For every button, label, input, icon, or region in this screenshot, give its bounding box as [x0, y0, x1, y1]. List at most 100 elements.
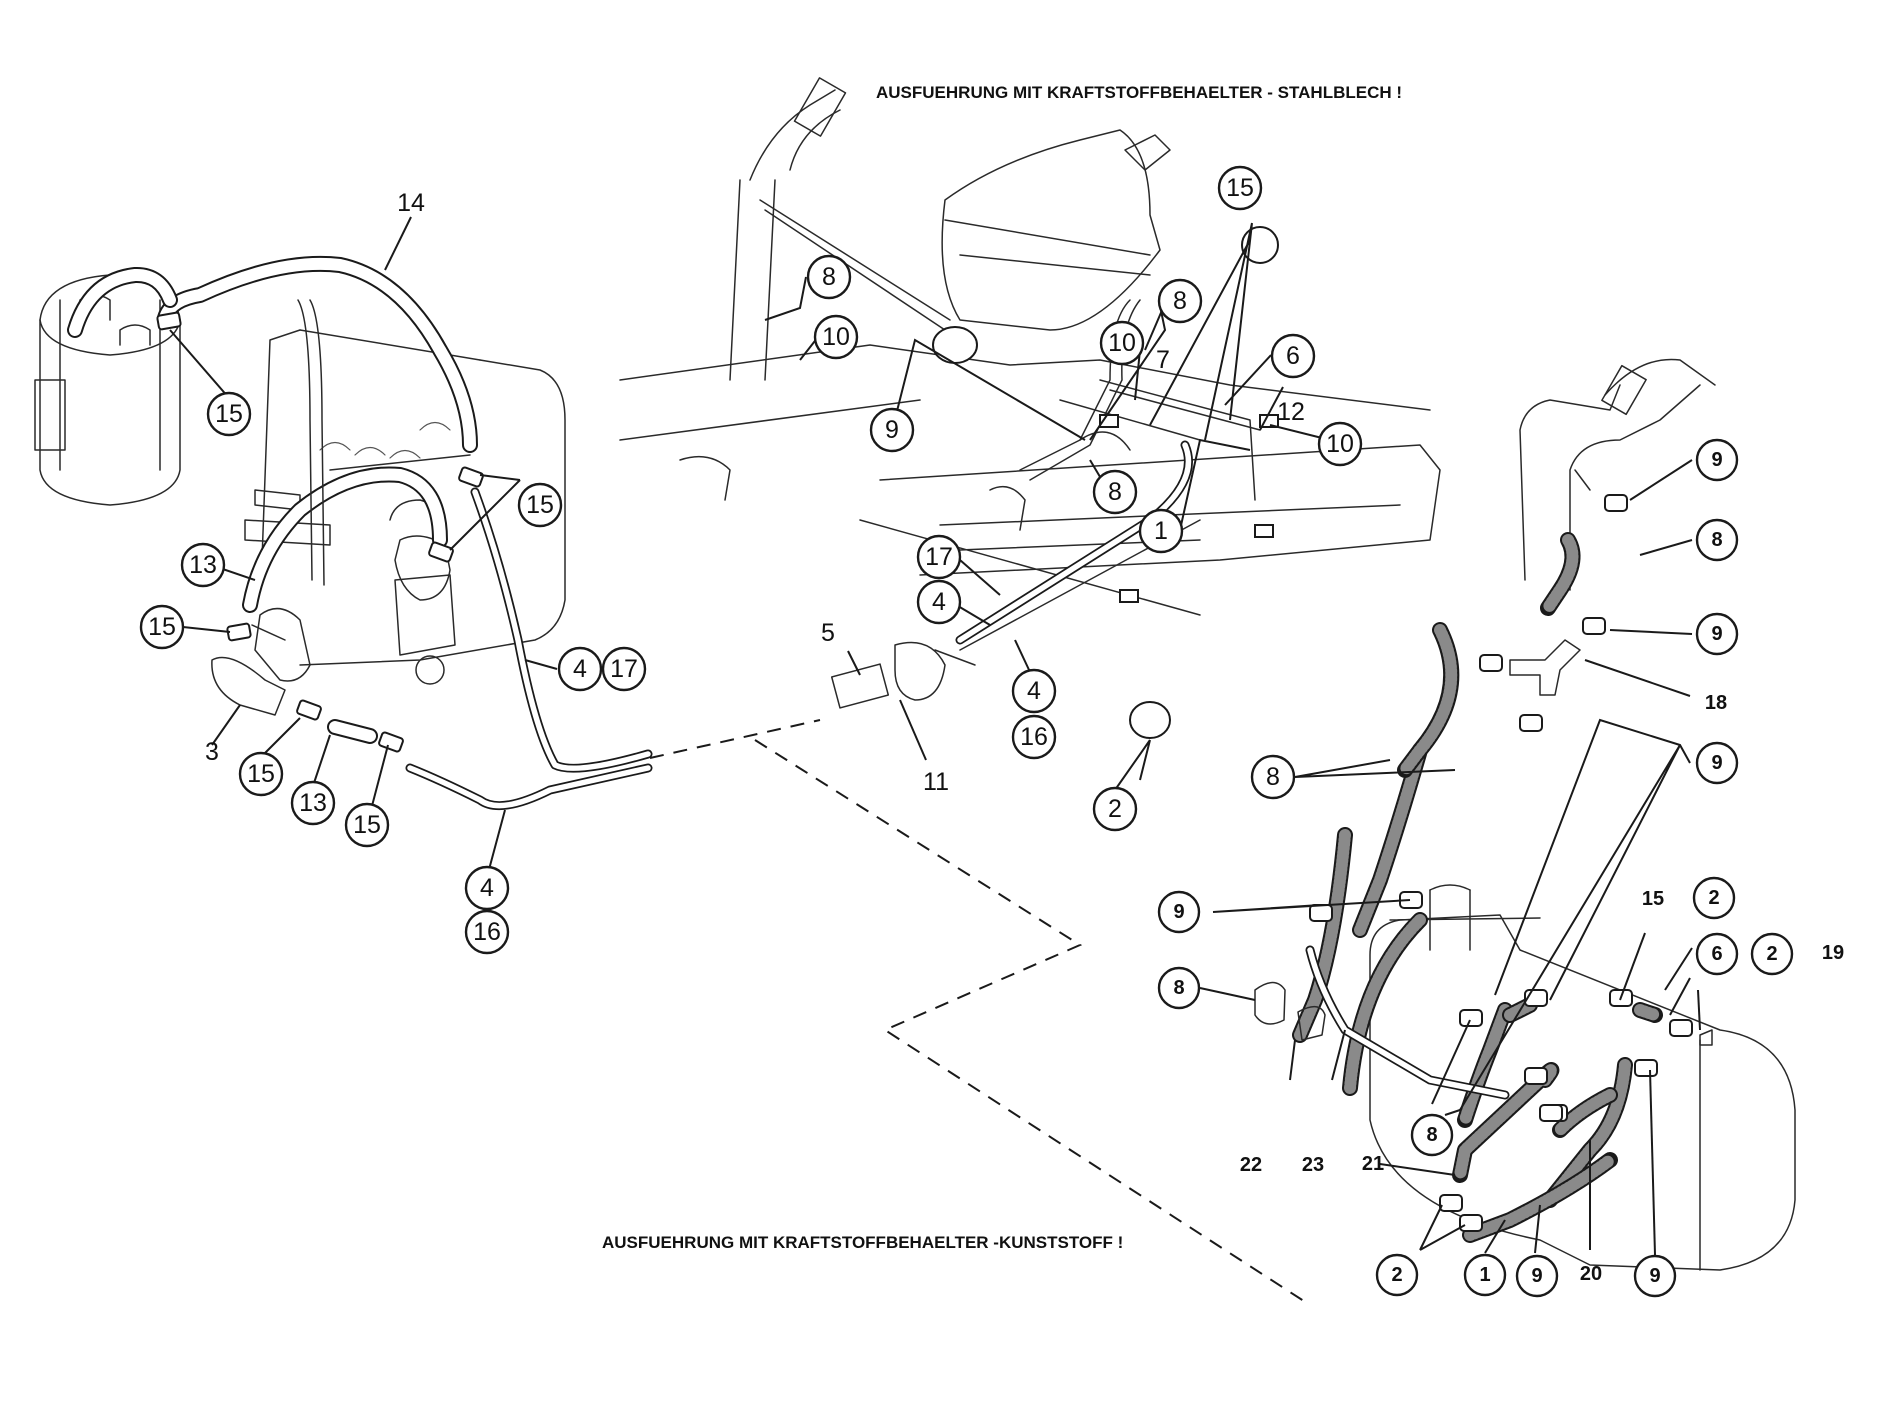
svg-text:1: 1 [1479, 1264, 1490, 1286]
svg-text:4: 4 [480, 874, 494, 902]
callout-15-f: 15 [1217, 165, 1263, 211]
callout-16-a: 16 [464, 909, 510, 955]
svg-text:15: 15 [148, 613, 176, 641]
svg-text:17: 17 [925, 543, 953, 571]
left-engine-assembly [34, 255, 653, 811]
callout-label-3: 3 [205, 738, 219, 766]
svg-text:9: 9 [1711, 623, 1722, 645]
svg-text:6: 6 [1286, 342, 1300, 370]
svg-text:1: 1 [1154, 517, 1168, 545]
svg-text:16: 16 [473, 918, 501, 946]
callout-8-c: 8 [1092, 469, 1138, 515]
svg-text:2: 2 [1708, 887, 1719, 909]
callout-label-7: 7 [1156, 346, 1170, 374]
svg-text:18: 18 [1705, 692, 1727, 714]
callout-13-a: 13 [180, 542, 226, 588]
svg-text:10: 10 [1326, 430, 1354, 458]
callout-16-b: 16 [1011, 714, 1057, 760]
callout-1-a: 1 [1138, 508, 1184, 554]
callout-13-b: 13 [290, 780, 336, 826]
reference-lines [649, 719, 1311, 1306]
svg-text:4: 4 [932, 588, 946, 616]
svg-text:15: 15 [247, 760, 275, 788]
svg-text:15: 15 [215, 400, 243, 428]
svg-text:23: 23 [1302, 1154, 1324, 1176]
callout-9-f: 9 [1515, 1254, 1559, 1298]
svg-text:10: 10 [1108, 329, 1136, 357]
svg-text:9: 9 [1531, 1265, 1542, 1287]
svg-text:14: 14 [397, 189, 425, 217]
callout-label-15-g: 15 [1642, 888, 1664, 910]
svg-text:15: 15 [353, 811, 381, 839]
callout-17-a: 17 [601, 646, 647, 692]
svg-text:17: 17 [610, 655, 638, 683]
callout-4-c: 4 [916, 579, 962, 625]
svg-text:5: 5 [821, 619, 835, 647]
callout-8-f: 8 [1157, 966, 1201, 1010]
callout-2-d: 2 [1375, 1253, 1419, 1297]
svg-text:9: 9 [885, 416, 899, 444]
callout-8-e: 8 [1250, 754, 1296, 800]
callout-15-a: 15 [206, 391, 252, 437]
callout-label-20: 20 [1580, 1263, 1602, 1285]
svg-text:19: 19 [1822, 942, 1844, 964]
plastic-tank-assembly [1254, 358, 1796, 1271]
callout-15-d: 15 [238, 751, 284, 797]
svg-text:13: 13 [299, 789, 327, 817]
svg-text:2: 2 [1108, 795, 1122, 823]
callout-15-c: 15 [139, 604, 185, 650]
callout-label-5: 5 [821, 619, 835, 647]
caption-steel-tank: AUSFUEHRUNG MIT KRAFTSTOFFBEHAELTER - ST… [876, 83, 1402, 102]
callout-17-b: 17 [916, 534, 962, 580]
callout-label-18: 18 [1705, 692, 1727, 714]
callout-9-g: 9 [1633, 1254, 1677, 1298]
callout-1-b: 1 [1463, 1253, 1507, 1297]
callout-6-a: 6 [1270, 333, 1316, 379]
svg-text:8: 8 [1711, 529, 1722, 551]
svg-text:8: 8 [1266, 763, 1280, 791]
callout-9-b: 9 [1695, 438, 1739, 482]
callout-10-c: 10 [1317, 421, 1363, 467]
callout-2-c: 2 [1750, 932, 1794, 976]
svg-text:4: 4 [1027, 677, 1041, 705]
callout-9-e: 9 [1157, 890, 1201, 934]
svg-text:12: 12 [1277, 398, 1305, 426]
callout-15-b: 15 [517, 482, 563, 528]
callout-10-b: 10 [1099, 320, 1145, 366]
svg-text:7: 7 [1156, 346, 1170, 374]
callout-8-g: 8 [1410, 1113, 1454, 1157]
callout-9-c: 9 [1695, 612, 1739, 656]
callout-2-a: 2 [1092, 786, 1138, 832]
callout-label-14: 14 [397, 189, 425, 217]
callouts: 14 15 15 13 15 3 15 13 15 4 17 4 16 8 10… [139, 165, 1844, 1298]
callout-label-23: 23 [1302, 1154, 1324, 1176]
callout-label-22: 22 [1240, 1154, 1262, 1176]
svg-text:8: 8 [1426, 1124, 1437, 1146]
svg-text:9: 9 [1173, 901, 1184, 923]
svg-text:16: 16 [1020, 723, 1048, 751]
callout-8-d: 8 [1695, 518, 1739, 562]
callout-2-b: 2 [1692, 876, 1736, 920]
callout-label-19: 19 [1822, 942, 1844, 964]
svg-text:4: 4 [573, 655, 587, 683]
callout-10-a: 10 [813, 314, 859, 360]
callout-4-a: 4 [557, 646, 603, 692]
svg-text:15: 15 [526, 491, 554, 519]
svg-text:2: 2 [1391, 1264, 1402, 1286]
callout-4-b: 4 [464, 865, 510, 911]
callout-8-a: 8 [806, 254, 852, 300]
svg-text:6: 6 [1711, 943, 1722, 965]
svg-text:3: 3 [205, 738, 219, 766]
leader-lines [169, 216, 1701, 1256]
svg-text:9: 9 [1711, 752, 1722, 774]
svg-text:11: 11 [923, 768, 949, 796]
callout-label-11: 11 [923, 768, 949, 796]
svg-text:8: 8 [1173, 977, 1184, 999]
svg-text:9: 9 [1649, 1265, 1660, 1287]
callout-9-a: 9 [869, 407, 915, 453]
callout-15-e: 15 [344, 802, 390, 848]
callout-label-21: 21 [1362, 1153, 1384, 1175]
svg-text:20: 20 [1580, 1263, 1602, 1285]
svg-text:15: 15 [1226, 174, 1254, 202]
